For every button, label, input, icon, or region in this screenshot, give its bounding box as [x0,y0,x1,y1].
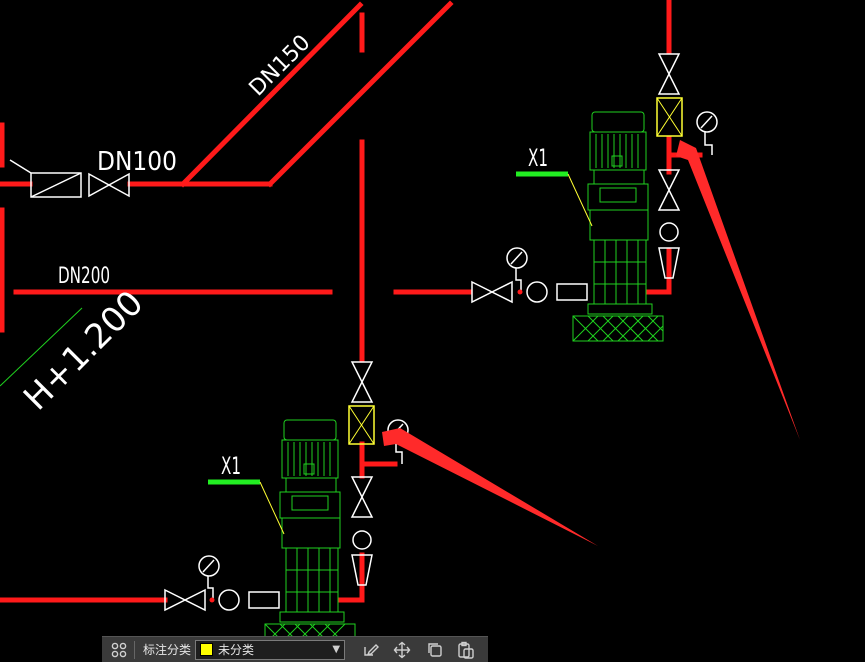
upper-valve-bottom-icon [657,72,681,95]
lower-highlight-box[interactable] [348,405,375,445]
dn200-label: DN200 [58,264,110,289]
arrow-upper-icon [676,140,800,440]
chevron-down-icon: ▼ [332,644,341,655]
dn100-valve-assembly [9,159,130,198]
gate-valve-left-icon [88,172,111,198]
upper-highlight-box[interactable] [656,97,683,137]
dn150-label: DN150 [245,30,316,101]
lower-suction-reducer-icon [248,591,280,609]
toolbar-separator [134,640,135,659]
lower-suction-valve-a-icon [164,588,187,612]
move-icon[interactable] [391,639,413,661]
category-color-swatch [200,643,214,656]
pump-set-lower[interactable]: X1 [164,361,409,645]
upper-pressure-gauge-icon [696,111,718,133]
lower-valve-top-icon [350,361,374,384]
elevation-leader [0,307,83,387]
check-valve-diagonal [30,172,82,198]
annotation-toolbar: 标注分类 未分类 ▼ [102,636,488,662]
paste-icon[interactable] [455,639,477,661]
category-label: 标注分类 [143,643,192,657]
dn100-label: DN100 [97,147,177,177]
upper-valve-top-icon [657,53,681,76]
pump-tag-lower: X1 [221,452,241,480]
pump-set-upper[interactable]: X1 [471,53,718,342]
upper-flex-joint-icon [659,222,679,242]
upper-suction-reducer-icon [556,283,588,301]
category-dropdown[interactable]: 未分类 ▼ [195,639,346,660]
pump-tag-leader-upper [567,173,593,227]
upper-suction-joint-icon [526,281,548,303]
lower-check-valve-b-icon [350,495,374,518]
grid-icon[interactable] [108,639,130,661]
upper-suction-valve-a-icon [471,280,494,304]
check-valve-tag-leader [9,159,32,174]
upper-suction-valve-b-icon [490,280,513,304]
upper-pump-icon [587,111,653,315]
upper-check-valve-b-icon [657,188,681,211]
check-valve-icon [30,172,82,198]
upper-gauge-stem [704,132,713,155]
edit-icon[interactable] [359,639,381,661]
pipe-dn150-diagonal-b [266,0,454,188]
lower-valve-bottom-icon [350,380,374,403]
lower-suction-joint-icon [218,589,240,611]
upper-suction-gauge-icon [506,247,528,269]
lower-gauge-stem [395,440,403,464]
annotation-arrows [382,140,800,546]
pump-tag-leader-lower [259,481,285,535]
lower-check-valve-a-icon [350,476,374,499]
gate-valve-right-icon [107,172,130,198]
selected-category: 未分类 [218,643,255,657]
lower-flex-joint-icon [352,530,372,550]
lower-suction-valve-b-icon [183,588,206,612]
pipe-dn150-diagonal-a [179,1,364,188]
lower-reducer-icon [351,554,373,586]
upper-reducer-icon [658,247,680,279]
pipe-network [0,0,703,603]
arrow-lower-icon [382,428,598,546]
lower-pump-icon [279,419,345,623]
upper-pump-base-icon [572,315,664,342]
lower-suction-gauge-icon [198,555,220,577]
elevation-label: H+1.200 [16,283,151,418]
upper-check-valve-a-icon [657,169,681,192]
pump-tag-upper: X1 [528,144,548,172]
copy-icon[interactable] [423,639,445,661]
